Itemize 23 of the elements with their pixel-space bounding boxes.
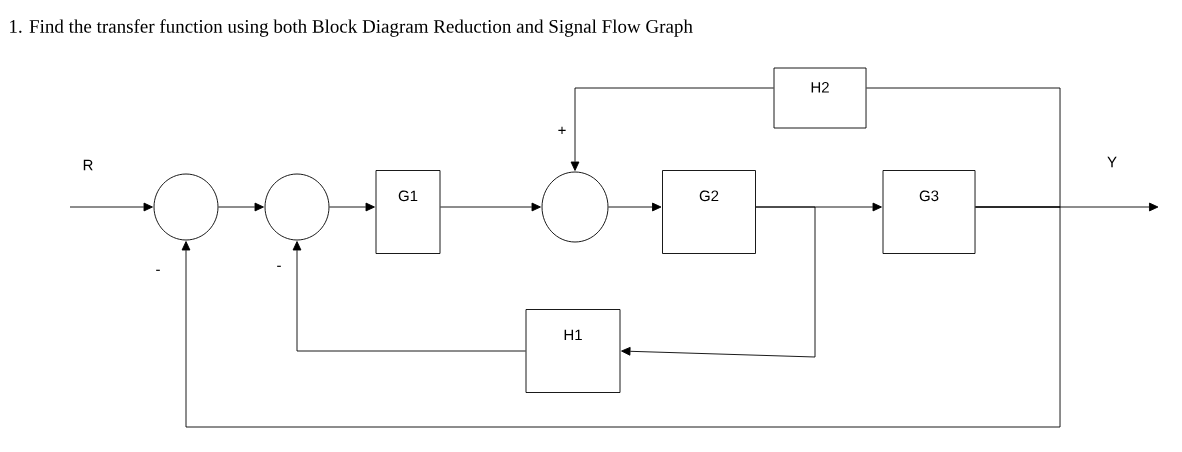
signal-label: R <box>81 158 95 172</box>
sign-label: - <box>156 269 160 271</box>
arrow <box>570 87 774 171</box>
block-box: H2 <box>773 67 867 129</box>
block-box: G3 <box>882 170 976 254</box>
arrow <box>608 202 662 212</box>
block-box: H1 <box>525 309 621 393</box>
summing-junction <box>153 173 219 241</box>
title: 1. Find the transfer function using both Block Diagram Reduction and Signal Flow Graph <box>10 19 693 37</box>
arrow <box>440 202 541 212</box>
sign-label: + <box>558 126 566 134</box>
arrow <box>329 202 375 212</box>
arrow <box>292 241 526 352</box>
block-box: G2 <box>662 170 756 254</box>
arrow <box>218 202 264 212</box>
block-box: G1 <box>375 170 441 254</box>
signal-label: Y <box>1106 155 1118 169</box>
arrow <box>621 206 816 358</box>
summing-junction <box>264 173 330 241</box>
arrow <box>181 206 1061 428</box>
sign-label: - <box>277 265 281 267</box>
summing-junction <box>541 171 609 243</box>
arrow <box>69 202 153 212</box>
